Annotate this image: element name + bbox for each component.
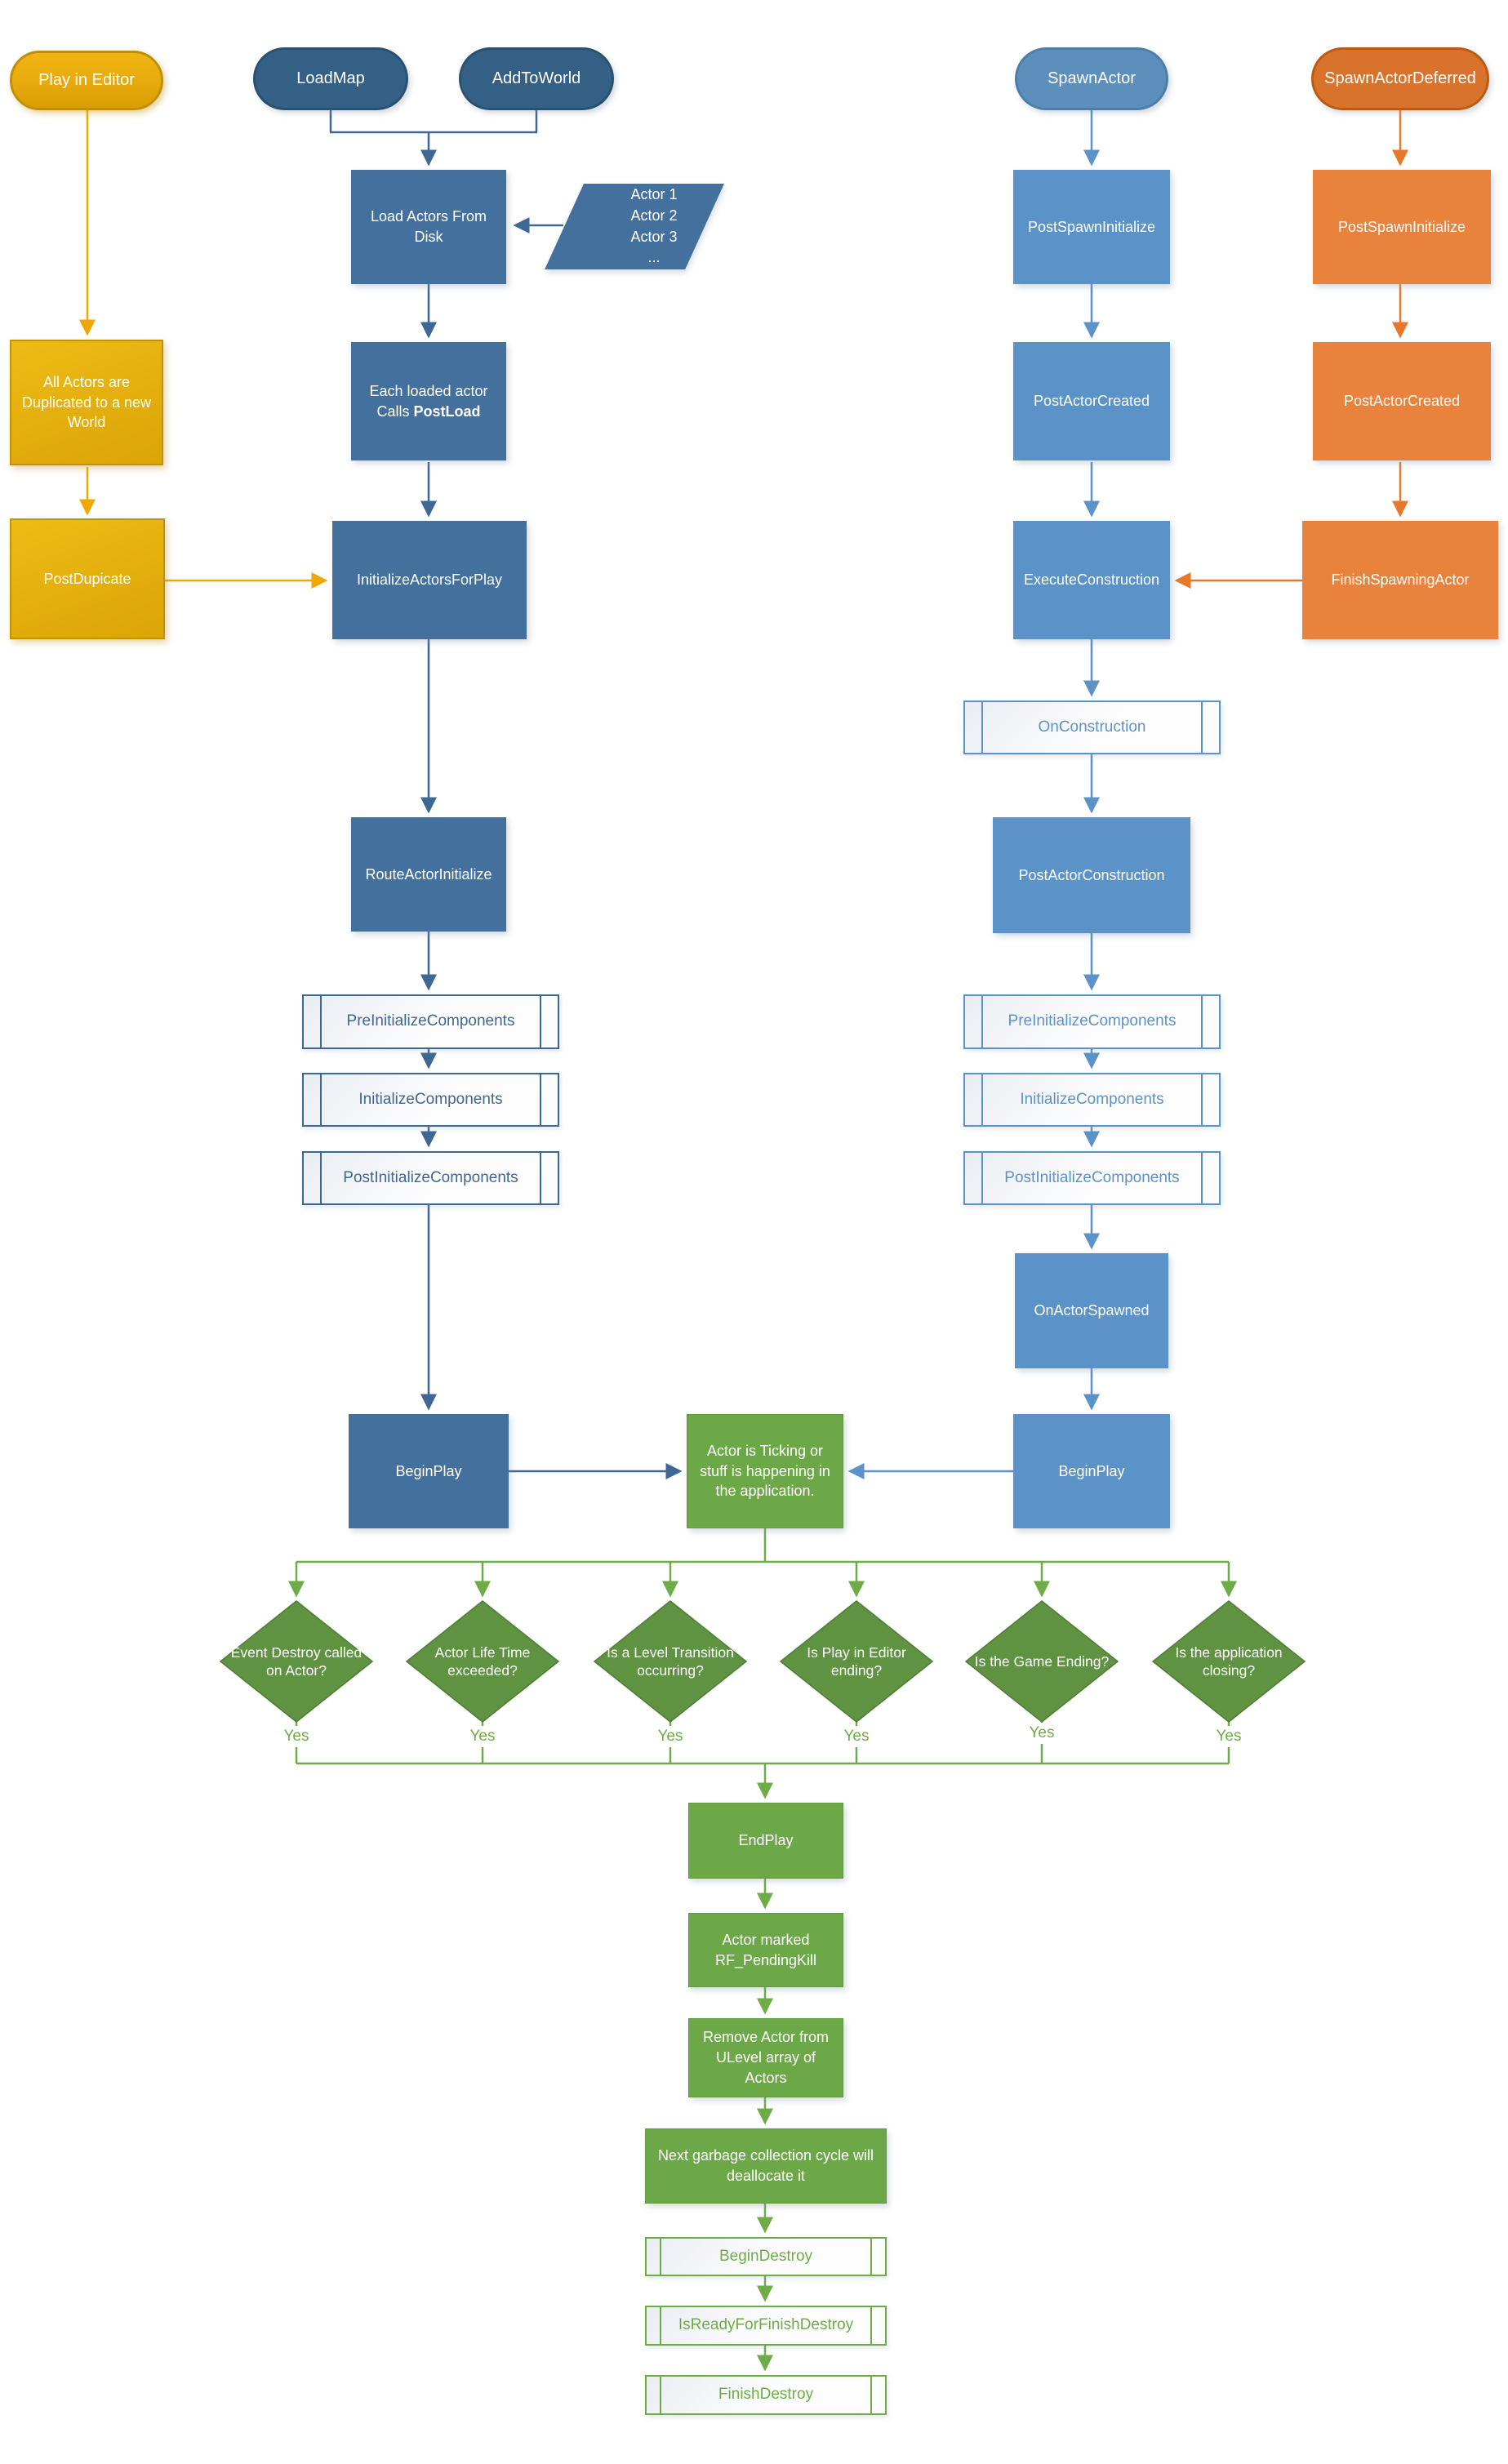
node-initialize-components-left: InitializeComponents — [302, 1073, 559, 1127]
decision-label-event-destroy: Event Destroy called on Actor? — [230, 1643, 363, 1679]
node-load-map: LoadMap — [253, 47, 408, 110]
node-begin-play-left: BeginPlay — [349, 1414, 509, 1528]
node-initialize-actors-for-play: InitializeActorsForPlay — [332, 521, 527, 639]
node-next-garbage-collection: Next garbage collection cycle will deall… — [645, 2128, 887, 2204]
node-post-actor-created-orange: PostActorCreated — [1313, 342, 1491, 460]
decision-label-app-closing: Is the application closing? — [1175, 1643, 1283, 1679]
node-actor-marked-pending-kill: Actor marked RF_PendingKill — [688, 1913, 843, 1987]
yes-label-6: Yes — [1203, 1726, 1255, 1747]
node-spawn-actor-deferred: SpawnActorDeferred — [1311, 47, 1489, 110]
node-post-spawn-initialize-blue: PostSpawnInitialize — [1013, 170, 1170, 284]
node-post-initialize-components-left: PostInitializeComponents — [302, 1151, 559, 1205]
node-execute-construction: ExecuteConstruction — [1013, 521, 1170, 639]
node-all-actors-duplicated: All Actors are Duplicated to a new World — [10, 340, 163, 465]
decision-shape-app-closing — [1151, 1600, 1306, 1723]
node-end-play: EndPlay — [688, 1803, 843, 1879]
yes-label-4: Yes — [830, 1726, 883, 1747]
node-finish-destroy: FinishDestroy — [645, 2375, 887, 2415]
node-initialize-components-right: InitializeComponents — [963, 1073, 1221, 1127]
node-actor-ticking: Actor is Ticking or stuff is happening i… — [687, 1414, 843, 1528]
node-on-construction: OnConstruction — [963, 701, 1221, 754]
node-pre-initialize-components-left: PreInitializeComponents — [302, 994, 559, 1049]
yes-label-2: Yes — [456, 1726, 509, 1747]
node-load-actors-from-disk: Load Actors From Disk — [351, 170, 506, 284]
decision-shape-game-ending — [964, 1600, 1119, 1723]
node-route-actor-initialize: RouteActorInitialize — [351, 817, 506, 932]
actor-list-lines: Actor 1 Actor 2 Actor 3 ... — [630, 186, 678, 266]
node-begin-destroy: BeginDestroy — [645, 2237, 887, 2276]
decision-label-level-transition: Is a Level Transition occurring? — [607, 1643, 734, 1679]
node-post-spawn-initialize-orange: PostSpawnInitialize — [1313, 170, 1491, 284]
node-finish-spawning-actor: FinishSpawningActor — [1302, 521, 1498, 639]
decision-label-pie-ending: Is Play in Editor ending? — [807, 1643, 906, 1679]
yes-label-5: Yes — [1016, 1723, 1068, 1744]
node-is-ready-for-finish-destroy: IsReadyForFinishDestroy — [645, 2306, 887, 2346]
node-each-loaded-actor: Each loaded actor Calls PostLoad — [351, 342, 506, 460]
node-play-in-editor: Play in Editor — [10, 51, 163, 110]
node-remove-actor-from-ulevel: Remove Actor from ULevel array of Actors — [688, 2018, 843, 2097]
decision-shape-pie-ending — [779, 1600, 934, 1723]
node-on-actor-spawned: OnActorSpawned — [1015, 1253, 1168, 1368]
decision-label-game-ending: Is the Game Ending? — [974, 1652, 1110, 1670]
node-post-actor-construction: PostActorConstruction — [993, 817, 1190, 933]
node-spawn-actor: SpawnActor — [1015, 47, 1168, 110]
decision-shape-event-destroy — [219, 1600, 374, 1723]
node-post-dupicate: PostDupicate — [10, 518, 165, 639]
decision-shape-level-transition — [593, 1600, 748, 1723]
node-pre-initialize-components-right: PreInitializeComponents — [963, 994, 1221, 1049]
decision-label-lifetime-exceeded: Actor Life Time exceeded? — [434, 1643, 531, 1679]
node-add-to-world: AddToWorld — [459, 47, 614, 110]
node-post-actor-created-blue: PostActorCreated — [1013, 342, 1170, 460]
decision-shape-lifetime-exceeded — [405, 1600, 560, 1723]
node-post-initialize-components-right: PostInitializeComponents — [963, 1151, 1221, 1205]
node-begin-play-right: BeginPlay — [1013, 1414, 1170, 1528]
yes-label-3: Yes — [644, 1726, 696, 1747]
yes-label-1: Yes — [270, 1726, 323, 1747]
